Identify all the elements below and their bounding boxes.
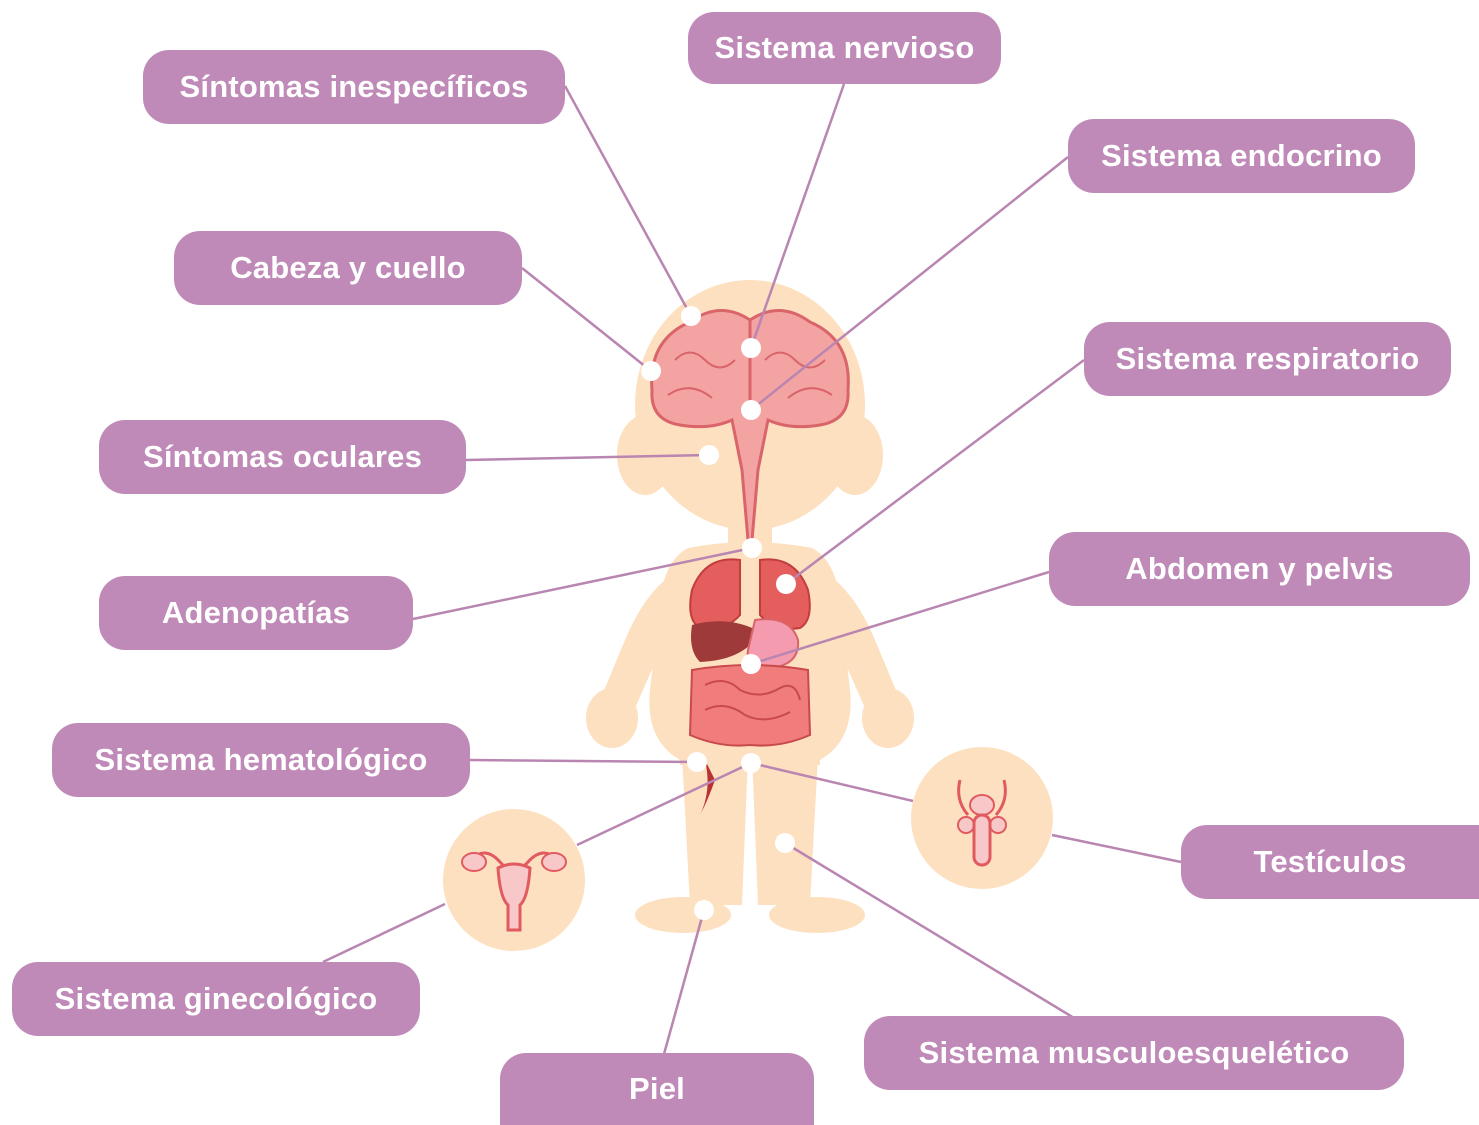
connector-sistema-ginecologico (323, 904, 445, 962)
label-testiculos: Testículos (1181, 825, 1479, 899)
marker-sistema-hematologico (687, 752, 707, 772)
label-piel: Piel (500, 1053, 814, 1125)
label-sistema-hematologico: Sistema hematológico (52, 723, 470, 797)
marker-piel (694, 900, 714, 920)
label-abdomen-pelvis: Abdomen y pelvis (1049, 532, 1470, 606)
uterus-icon (443, 809, 585, 951)
label-sintomas-oculares: Síntomas oculares (99, 420, 466, 494)
marker-sistema-endocrino (741, 400, 761, 420)
marker-sistema-nervioso (741, 338, 761, 358)
label-sistema-musculoesqueletico: Sistema musculoesquelético (864, 1016, 1404, 1090)
male-reproductive-icon (911, 747, 1053, 889)
connector-sintomas-inespecificos (565, 86, 691, 316)
label-cabeza-cuello: Cabeza y cuello (174, 231, 522, 305)
label-adenopatias: Adenopatías (99, 576, 413, 650)
marker-sintomas-inespecificos (681, 306, 701, 326)
marker-sistema-musculoesqueletico (775, 833, 795, 853)
marker-abdomen-pelvis (741, 654, 761, 674)
marker-cabeza-cuello (641, 361, 661, 381)
marker-genital (741, 753, 761, 773)
marker-sintomas-oculares (699, 445, 719, 465)
label-sistema-respiratorio: Sistema respiratorio (1084, 322, 1451, 396)
marker-sistema-respiratorio (776, 574, 796, 594)
connector-cabeza-cuello (522, 268, 651, 371)
connector-testiculos (1052, 835, 1181, 862)
label-sistema-ginecologico: Sistema ginecológico (12, 962, 420, 1036)
label-sistema-endocrino: Sistema endocrino (1068, 119, 1415, 193)
connector-sistema-hematologico (470, 760, 697, 762)
label-sistema-nervioso: Sistema nervioso (688, 12, 1001, 84)
marker-adenopatias (742, 538, 762, 558)
label-sintomas-inespecificos: Síntomas inespecíficos (143, 50, 565, 124)
connector-sistema-endocrino (751, 157, 1068, 410)
